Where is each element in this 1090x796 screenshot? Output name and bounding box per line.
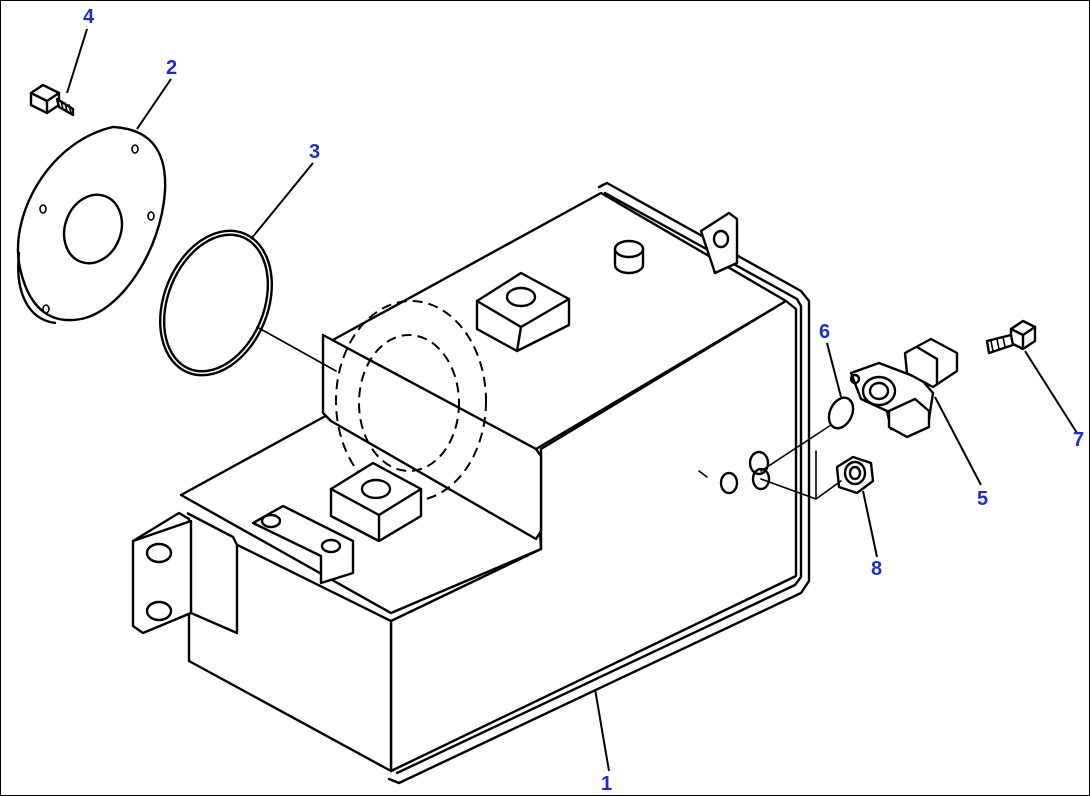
callout-5: 5 (977, 488, 988, 510)
bolt-part-7 (985, 319, 1037, 355)
cover-plate (16, 125, 167, 325)
callout-8: 8 (871, 558, 882, 580)
bolt-part-4 (29, 83, 75, 117)
leader-lines (66, 28, 1078, 772)
assembly-lines (256, 326, 842, 500)
callout-2: 2 (166, 57, 177, 79)
callout-1: 1 (601, 773, 612, 795)
callouts: 4 2 3 6 5 7 8 1 (83, 6, 1084, 795)
elbow-fitting (849, 337, 959, 439)
callout-6: 6 (819, 321, 830, 343)
tank-body (131, 181, 811, 785)
plug-nut (835, 455, 875, 495)
callout-3: 3 (309, 141, 320, 163)
gasket-o-ring (158, 229, 274, 377)
callout-7: 7 (1073, 429, 1084, 451)
callout-4: 4 (83, 6, 95, 28)
small-o-ring (827, 396, 855, 430)
